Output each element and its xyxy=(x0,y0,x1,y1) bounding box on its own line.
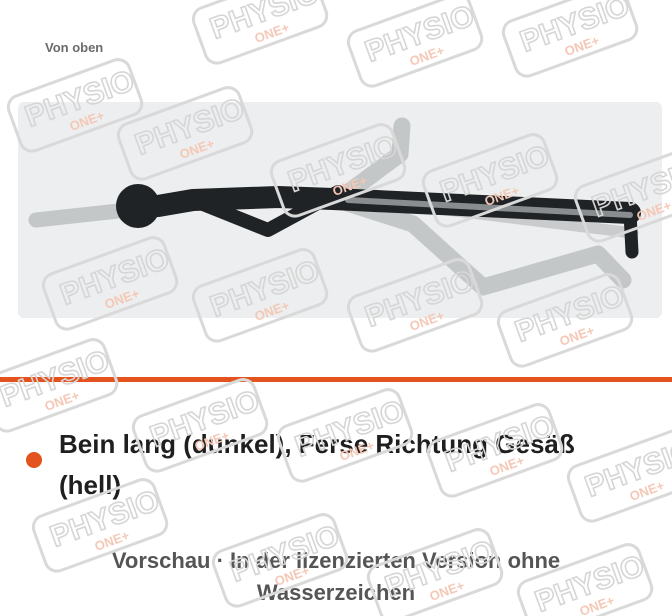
exercise-illustration xyxy=(18,102,662,318)
instruction-text: Bein lang (dunkel), Ferse Richtung Gesäß… xyxy=(59,429,575,500)
bullet-dot-icon xyxy=(26,452,42,468)
dark-foot xyxy=(623,206,639,259)
view-label: Von oben xyxy=(45,40,104,55)
light-arm xyxy=(28,202,136,228)
section-divider xyxy=(0,377,672,382)
preview-watermark-note: Vorschau · In der lizenzierten Version o… xyxy=(111,548,561,605)
figure-drawing xyxy=(28,117,641,296)
head xyxy=(116,184,160,228)
